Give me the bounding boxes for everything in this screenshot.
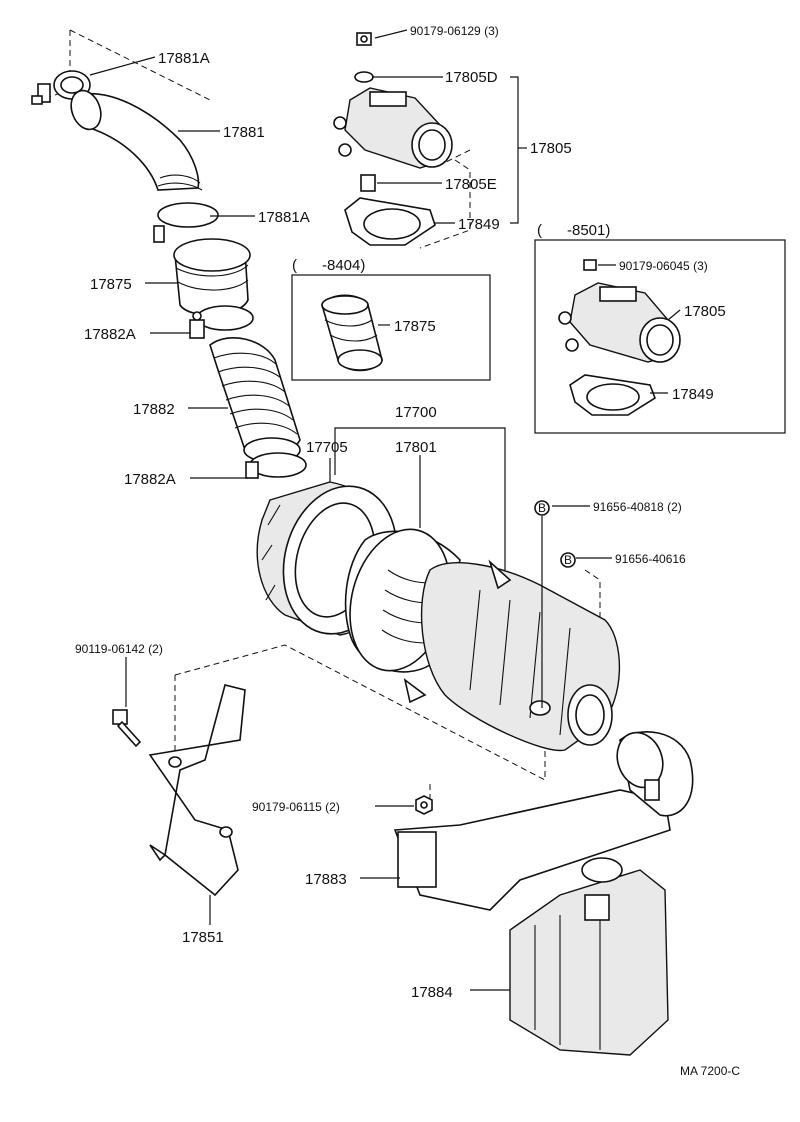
- b-marker-2-letter: B: [564, 553, 572, 567]
- label-inset-range-8404: ( -8404): [292, 257, 365, 274]
- nut-90179-06129: [356, 32, 372, 46]
- labels: 17881A 17881 17881A 17875 17882A 17882 1…: [75, 24, 740, 1078]
- hose-17881: [70, 89, 203, 191]
- label-91656-40818: 91656-40818 (2): [593, 500, 682, 514]
- label-17805: 17805: [530, 140, 572, 157]
- label-17882: 17882: [133, 401, 175, 418]
- nut-90179-06115: [415, 795, 433, 815]
- throttle-body-17805: [333, 87, 453, 169]
- label-17882a-bottom: 17882A: [124, 471, 176, 488]
- label-inset-range-8501: ( -8501): [537, 222, 610, 239]
- label-17805d: 17805D: [445, 69, 498, 86]
- label-91656-40616: 91656-40616: [615, 552, 686, 566]
- drawing-code: MA 7200-C: [680, 1064, 740, 1078]
- inset-hose-17875: [321, 294, 383, 372]
- inset-box-8404: [291, 274, 491, 381]
- air-cleaner-case: [403, 559, 621, 752]
- label-17801: 17801: [395, 439, 437, 456]
- b-marker-1: [534, 500, 550, 516]
- bellows-17882: [209, 337, 301, 463]
- label-inset-17805: 17805: [684, 303, 726, 320]
- gasket-17849: [344, 197, 436, 246]
- sleeve-17805e: [360, 174, 376, 192]
- b-marker-1-letter: B: [538, 501, 546, 515]
- label-17884: 17884: [411, 984, 453, 1001]
- label-17875: 17875: [90, 276, 132, 293]
- clamp-17882a-top: [189, 311, 205, 339]
- inset-box-8501: [534, 239, 786, 434]
- label-90179-06129: 90179-06129 (3): [410, 24, 499, 38]
- label-90179-06115: 90179-06115 (2): [252, 800, 340, 814]
- label-17700: 17700: [395, 404, 437, 421]
- label-17851: 17851: [182, 929, 224, 946]
- hose-17875: [173, 238, 254, 331]
- label-90119-06142: 90119-06142 (2): [75, 642, 163, 656]
- clamp-17881a-top: [31, 70, 91, 105]
- label-17882a-top: 17882A: [84, 326, 136, 343]
- leader-lines: [89, 29, 681, 991]
- label-17849: 17849: [458, 216, 500, 233]
- inset-throttle-body-17805: [558, 259, 681, 363]
- clamp-17882a-bottom: [245, 452, 307, 479]
- bolt-90119: [112, 709, 142, 748]
- bracket-17851: [148, 684, 246, 897]
- label-inset-17875: 17875: [394, 318, 436, 335]
- label-17881: 17881: [223, 124, 265, 141]
- clamp-17881a-mid: [153, 202, 219, 243]
- b-marker-2: [560, 552, 576, 568]
- nut-17805d: [354, 71, 374, 83]
- label-17881a-mid: 17881A: [258, 209, 310, 226]
- label-17881a-top: 17881A: [158, 50, 210, 67]
- label-17705: 17705: [306, 439, 348, 456]
- label-17805e: 17805E: [445, 176, 497, 193]
- resonator-17884: [509, 857, 669, 1056]
- label-17883: 17883: [305, 871, 347, 888]
- duct-17883: [393, 731, 694, 911]
- label-inset-17849: 17849: [672, 386, 714, 403]
- inset-gasket-17849: [569, 374, 656, 416]
- label-inset-90179-06045: 90179-06045 (3): [619, 259, 708, 273]
